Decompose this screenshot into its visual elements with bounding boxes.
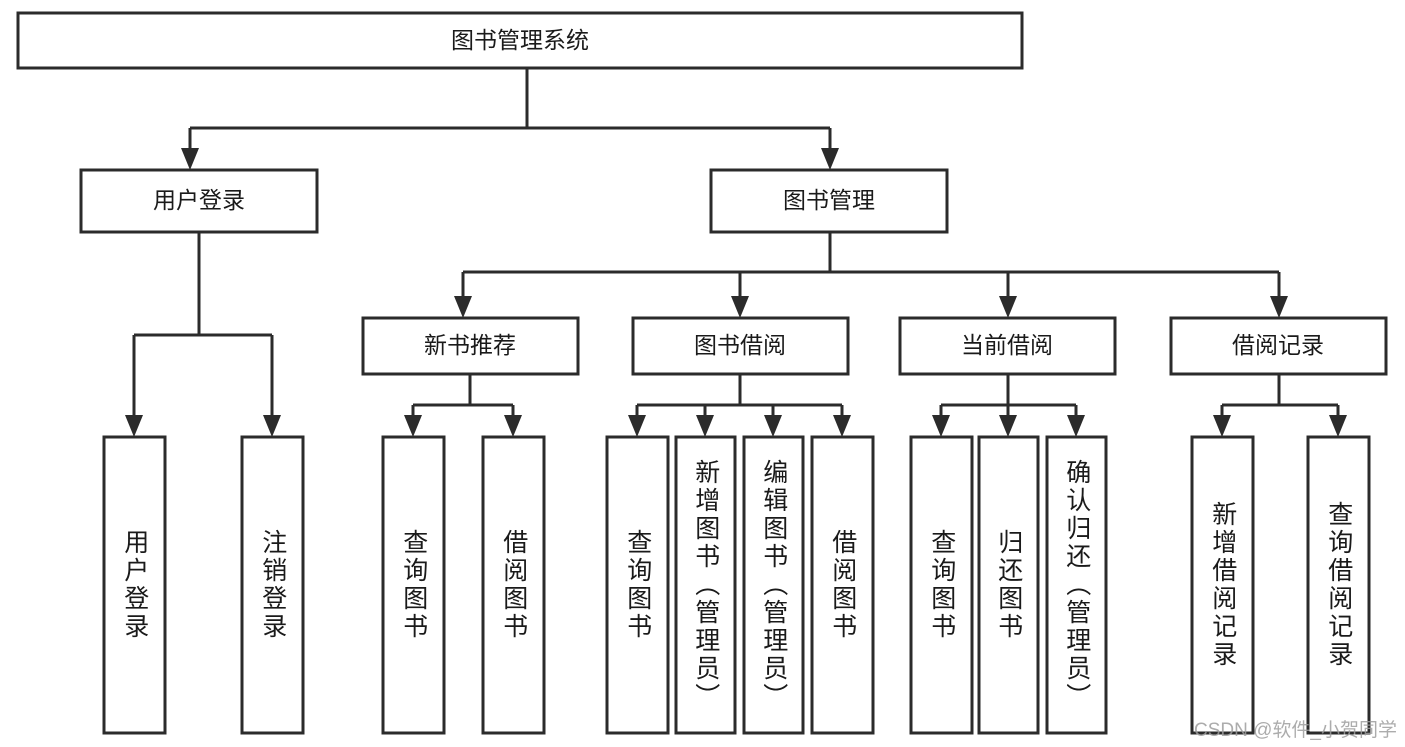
edges-book-manage-to-level3 <box>454 232 1288 318</box>
arrow-leaf-query-book-1 <box>404 415 422 437</box>
node-book-management[interactable]: 图书管理 <box>709 168 949 234</box>
node-root-box[interactable] <box>16 11 1024 70</box>
leaf-boxes-borrow-record <box>1190 435 1371 735</box>
arrow-to-current-borrow <box>999 296 1017 318</box>
edges-root-to-level2 <box>181 68 839 170</box>
edges-current-borrow-to-leaves <box>932 374 1085 437</box>
leaf-boxes-current-borrow <box>909 435 1108 735</box>
node-root-label: 图书管理系统 <box>451 27 589 53</box>
arrow-to-user-login <box>181 148 199 170</box>
node-book-borrow-box[interactable] <box>631 316 850 376</box>
edges-user-login-to-leaves <box>125 232 281 437</box>
edges-new-book-to-leaves <box>404 374 522 437</box>
node-borrow-record[interactable]: 借阅记录 <box>1169 316 1388 376</box>
arrow-leaf-add-record <box>1213 415 1231 437</box>
node-new-book-recommend-box[interactable] <box>361 316 580 376</box>
node-book-borrow[interactable]: 图书借阅 <box>631 316 850 376</box>
arrow-to-new-book-recommend <box>454 296 472 318</box>
arrow-leaf-return-book <box>999 415 1017 437</box>
arrow-leaf-query-record <box>1329 415 1347 437</box>
node-new-book-recommend-label: 新书推荐 <box>424 332 516 358</box>
arrow-leaf-logout <box>263 415 281 437</box>
arrow-leaf-borrow-book-1 <box>504 415 522 437</box>
node-current-borrow-box[interactable] <box>898 316 1117 376</box>
leaf-box-borrow-book-1[interactable] <box>481 435 546 735</box>
leaf-boxes-book-borrow <box>605 435 875 735</box>
arrow-leaf-edit-book <box>764 415 782 437</box>
leaf-box-logout[interactable] <box>240 435 305 735</box>
leaf-box-edit-book[interactable] <box>742 435 805 735</box>
leaf-box-user-login[interactable] <box>102 435 167 735</box>
edges-book-borrow-to-leaves <box>628 374 851 437</box>
node-new-book-recommend[interactable]: 新书推荐 <box>361 316 580 376</box>
arrow-to-book-manage <box>821 148 839 170</box>
node-book-management-label: 图书管理 <box>783 187 875 213</box>
arrow-leaf-borrow-book-2 <box>833 415 851 437</box>
node-book-management-box[interactable] <box>709 168 949 234</box>
node-user-login[interactable]: 用户登录 <box>79 168 319 234</box>
leaf-box-add-record[interactable] <box>1190 435 1255 735</box>
arrow-leaf-user-login <box>125 415 143 437</box>
leaf-box-query-book-3[interactable] <box>909 435 974 735</box>
node-user-login-box[interactable] <box>79 168 319 234</box>
arrow-leaf-add-book <box>696 415 714 437</box>
leaf-box-add-book[interactable] <box>674 435 737 735</box>
node-user-login-label: 用户登录 <box>153 187 245 213</box>
node-borrow-record-box[interactable] <box>1169 316 1388 376</box>
leaf-box-query-record[interactable] <box>1306 435 1371 735</box>
arrow-leaf-query-book-2 <box>628 415 646 437</box>
leaf-box-query-book-2[interactable] <box>605 435 670 735</box>
watermark-text: CSDN @软件_小贺同学 <box>1194 720 1397 741</box>
arrow-leaf-confirm-return <box>1067 415 1085 437</box>
leaf-box-query-book-1[interactable] <box>381 435 446 735</box>
leaf-box-borrow-book-2[interactable] <box>810 435 875 735</box>
node-current-borrow-label: 当前借阅 <box>961 332 1053 358</box>
node-current-borrow[interactable]: 当前借阅 <box>898 316 1117 376</box>
edges-borrow-record-to-leaves <box>1213 374 1347 437</box>
node-root-book-management-system[interactable]: 图书管理系统 <box>16 11 1024 70</box>
arrow-leaf-query-book-3 <box>932 415 950 437</box>
node-book-borrow-label: 图书借阅 <box>694 332 786 358</box>
arrow-to-book-borrow <box>731 296 749 318</box>
leaf-box-confirm-return[interactable] <box>1045 435 1108 735</box>
leaf-boxes-user-login <box>102 435 305 735</box>
node-borrow-record-label: 借阅记录 <box>1232 332 1324 358</box>
arrow-to-borrow-record <box>1270 296 1288 318</box>
leaf-box-return-book[interactable] <box>977 435 1040 735</box>
leaf-boxes-new-book-recommend <box>381 435 546 735</box>
